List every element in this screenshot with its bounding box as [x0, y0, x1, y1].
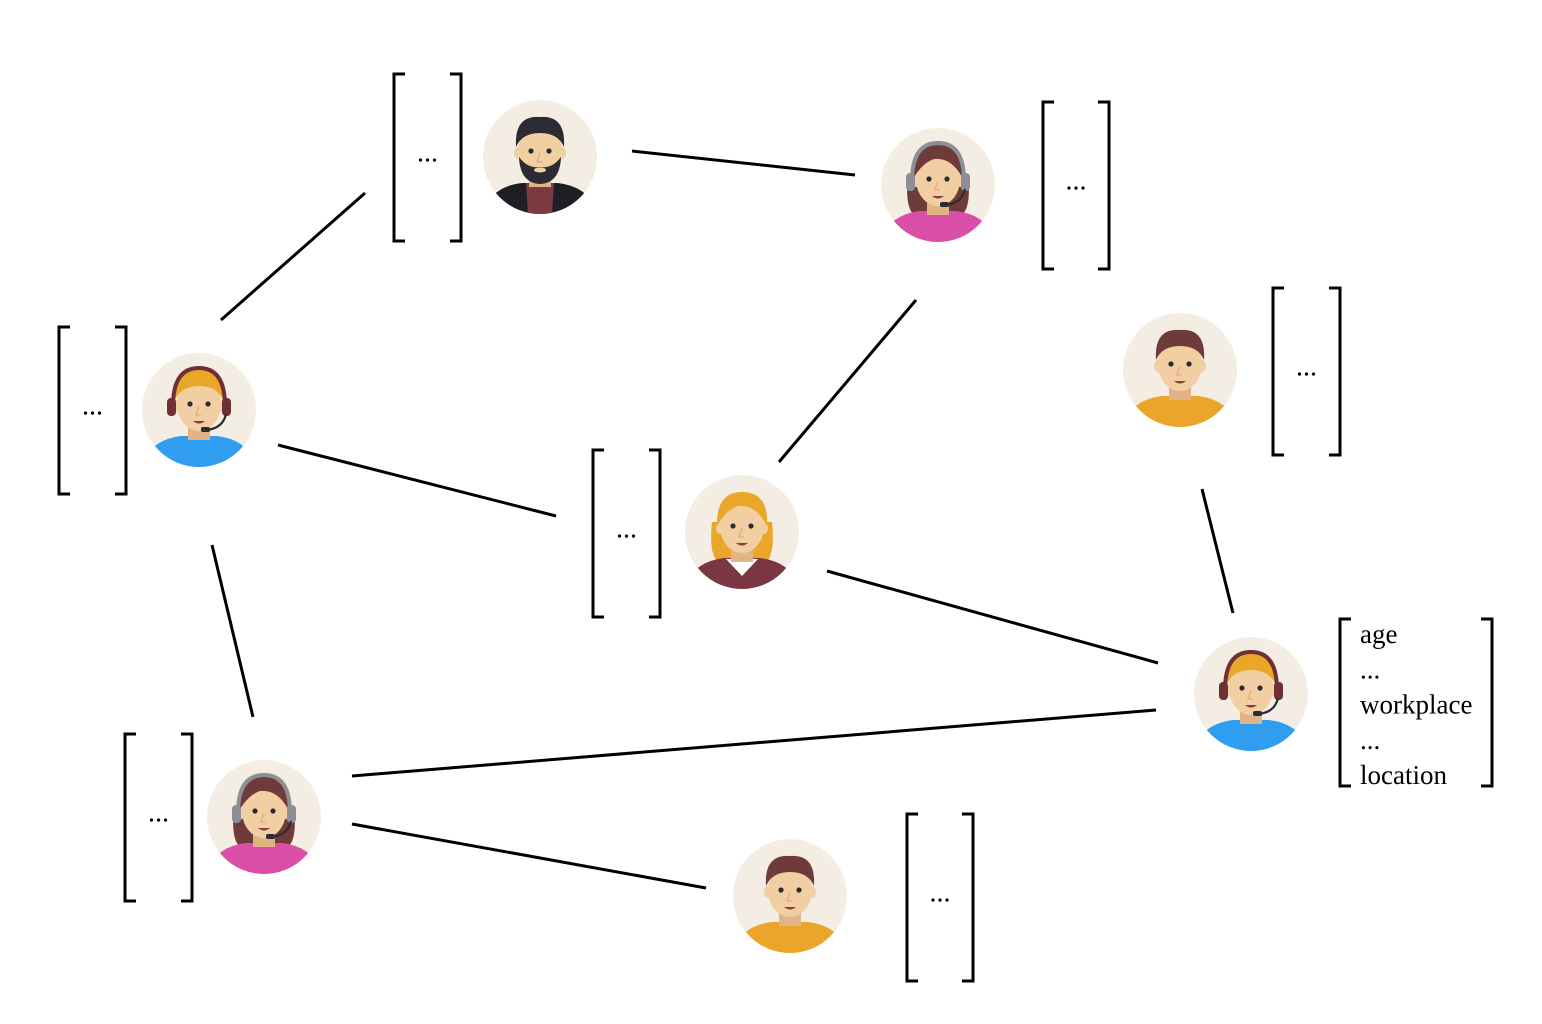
left-bracket	[57, 325, 70, 496]
node-man-bottom: ...	[733, 812, 975, 983]
edges	[210, 149, 1235, 890]
nodes: ............... age... workplace... locatio…	[57, 72, 1494, 983]
edge-headset-woman-bottom-to-headset-man-right	[351, 708, 1157, 778]
attribute-ellipsis: ...	[1360, 654, 1380, 684]
right-bracket	[450, 72, 463, 243]
left-bracket	[591, 448, 604, 619]
attribute-vector-headset-man-right: age... workplace... location	[1338, 617, 1494, 790]
right-bracket	[115, 325, 128, 496]
attribute-vector-man-bottom: ...	[905, 812, 975, 983]
attribute-ellipsis: ...	[148, 798, 169, 829]
edge-headset-woman-top-to-blonde-woman	[777, 299, 918, 463]
left-bracket	[1338, 617, 1351, 788]
attribute-vector-man-right: ...	[1271, 286, 1342, 457]
node-headset-man-right: age... workplace... location	[1194, 617, 1494, 790]
right-bracket	[649, 448, 662, 619]
edge-headset-woman-bottom-to-man-bottom	[351, 822, 707, 890]
left-bracket	[392, 72, 405, 243]
blonde-woman-avatar	[685, 475, 799, 589]
attribute-ellipsis: ...	[1296, 352, 1317, 383]
bearded-man-avatar	[483, 100, 597, 214]
node-man-right: ...	[1123, 286, 1342, 457]
attribute-vector-headset-woman-top: ...	[1041, 100, 1111, 271]
node-headset-woman-top: ...	[881, 100, 1111, 271]
brown-hair-man-avatar	[1123, 313, 1237, 427]
attribute-ellipsis: ...	[930, 878, 951, 909]
brown-hair-man-avatar	[733, 839, 847, 953]
edge-blonde-woman-to-headset-man-right	[826, 569, 1159, 665]
attribute-ellipsis: ...	[1360, 725, 1380, 755]
attribute-ellipsis: ...	[417, 138, 438, 169]
headset-woman-avatar	[207, 760, 321, 874]
headset-man-avatar	[1194, 637, 1308, 751]
left-bracket	[1271, 286, 1284, 457]
attribute-vector-headset-man-left: ...	[57, 325, 128, 496]
right-bracket	[1098, 100, 1111, 271]
edge-headset-man-left-to-headset-woman-bottom	[210, 544, 255, 718]
attribute-workplace: workplace	[1360, 690, 1472, 720]
attribute-ellipsis: ...	[82, 391, 103, 422]
attribute-ellipsis: ...	[1066, 166, 1087, 197]
edge-headset-man-left-to-blonde-woman	[277, 443, 557, 518]
attribute-location: location	[1360, 760, 1447, 790]
attribute-age: age	[1360, 619, 1397, 649]
node-headset-woman-bottom: ...	[123, 732, 321, 903]
right-bracket	[1481, 617, 1494, 788]
right-bracket	[1329, 286, 1342, 457]
left-bracket	[905, 812, 918, 983]
headset-man-avatar	[142, 353, 256, 467]
edge-man-right-to-headset-man-right	[1200, 488, 1235, 614]
edge-headset-man-left-to-bearded-man	[220, 191, 366, 322]
right-bracket	[181, 732, 194, 903]
node-headset-man-left: ...	[57, 325, 256, 496]
left-bracket	[1041, 100, 1054, 271]
node-bearded-man: ...	[392, 72, 597, 243]
attribute-vector-headset-woman-bottom: ...	[123, 732, 194, 903]
edge-bearded-man-to-headset-woman-top	[631, 149, 856, 177]
attribute-ellipsis: ...	[616, 514, 637, 545]
right-bracket	[962, 812, 975, 983]
attribute-vector-blonde-woman: ...	[591, 448, 662, 619]
attribute-vector-bearded-man: ...	[392, 72, 463, 243]
headset-woman-avatar	[881, 128, 995, 242]
left-bracket	[123, 732, 136, 903]
node-blonde-woman: ...	[591, 448, 799, 619]
